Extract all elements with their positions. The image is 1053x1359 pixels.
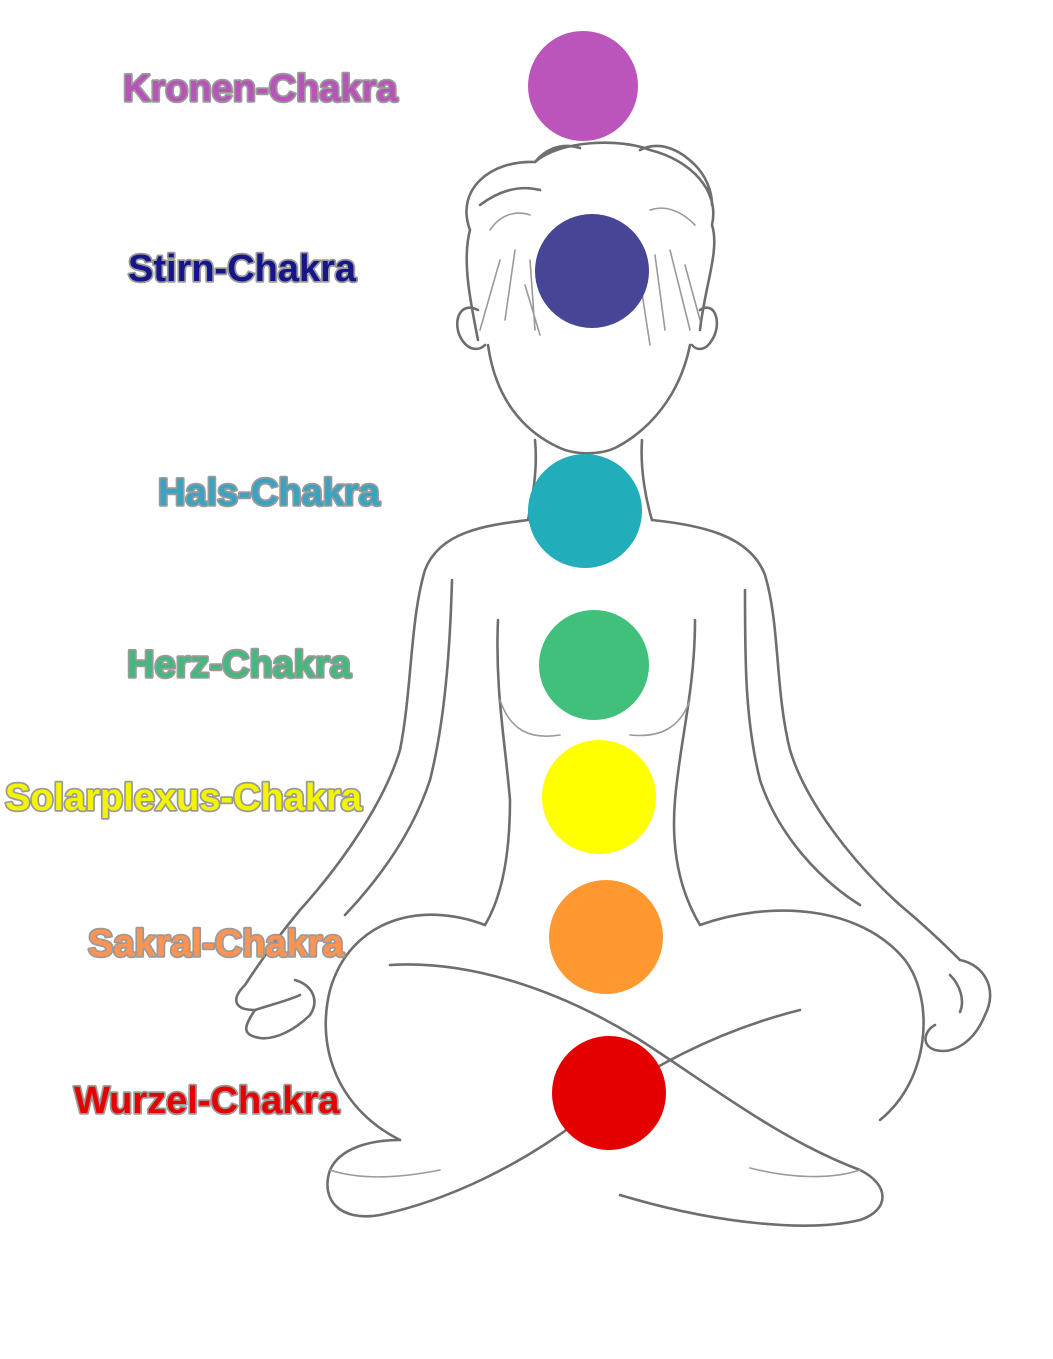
right-inner-arm (743, 588, 862, 907)
left-hand (235, 978, 316, 1040)
third-eye-chakra-dot (535, 214, 649, 328)
solar-plexus-chakra-label: Solarplexus-Chakra (5, 777, 363, 819)
right-ear (690, 306, 719, 351)
heart-chakra-label: Herz-Chakra (127, 644, 352, 686)
third-eye-chakra-label: Stirn-Chakra (128, 248, 357, 290)
hair-outline (465, 141, 716, 342)
heart-chakra-dot (539, 610, 649, 720)
chakra-dots (528, 31, 666, 1150)
crossed-legs (326, 963, 884, 1227)
meditating-figure-sketch (235, 141, 992, 1227)
chakra-labels: Kronen-Chakra Stirn-Chakra Hals-Chakra H… (3, 66, 400, 1124)
lap-outline (324, 909, 925, 1142)
crown-chakra-dot (528, 31, 638, 141)
chest-lines (499, 699, 691, 737)
root-chakra-dot (552, 1036, 666, 1150)
sacral-chakra-dot (549, 880, 663, 994)
torso-left-side (483, 618, 512, 927)
left-ear (455, 306, 487, 351)
left-shoulder-arm (243, 518, 530, 987)
throat-chakra-dot (528, 454, 642, 568)
face-outline (486, 343, 692, 455)
right-shoulder-arm (650, 518, 962, 962)
torso-right-side (672, 618, 702, 927)
crown-chakra-label: Kronen-Chakra (123, 68, 398, 110)
foot-lines (329, 1167, 861, 1178)
root-chakra-label: Wurzel-Chakra (74, 1080, 340, 1122)
hair-strands (479, 207, 701, 346)
throat-chakra-label: Hals-Chakra (158, 472, 381, 514)
sacral-chakra-label: Sakral-Chakra (88, 923, 344, 965)
solar-plexus-chakra-dot (542, 740, 656, 854)
left-inner-arm (343, 578, 454, 917)
right-hand (924, 958, 992, 1053)
